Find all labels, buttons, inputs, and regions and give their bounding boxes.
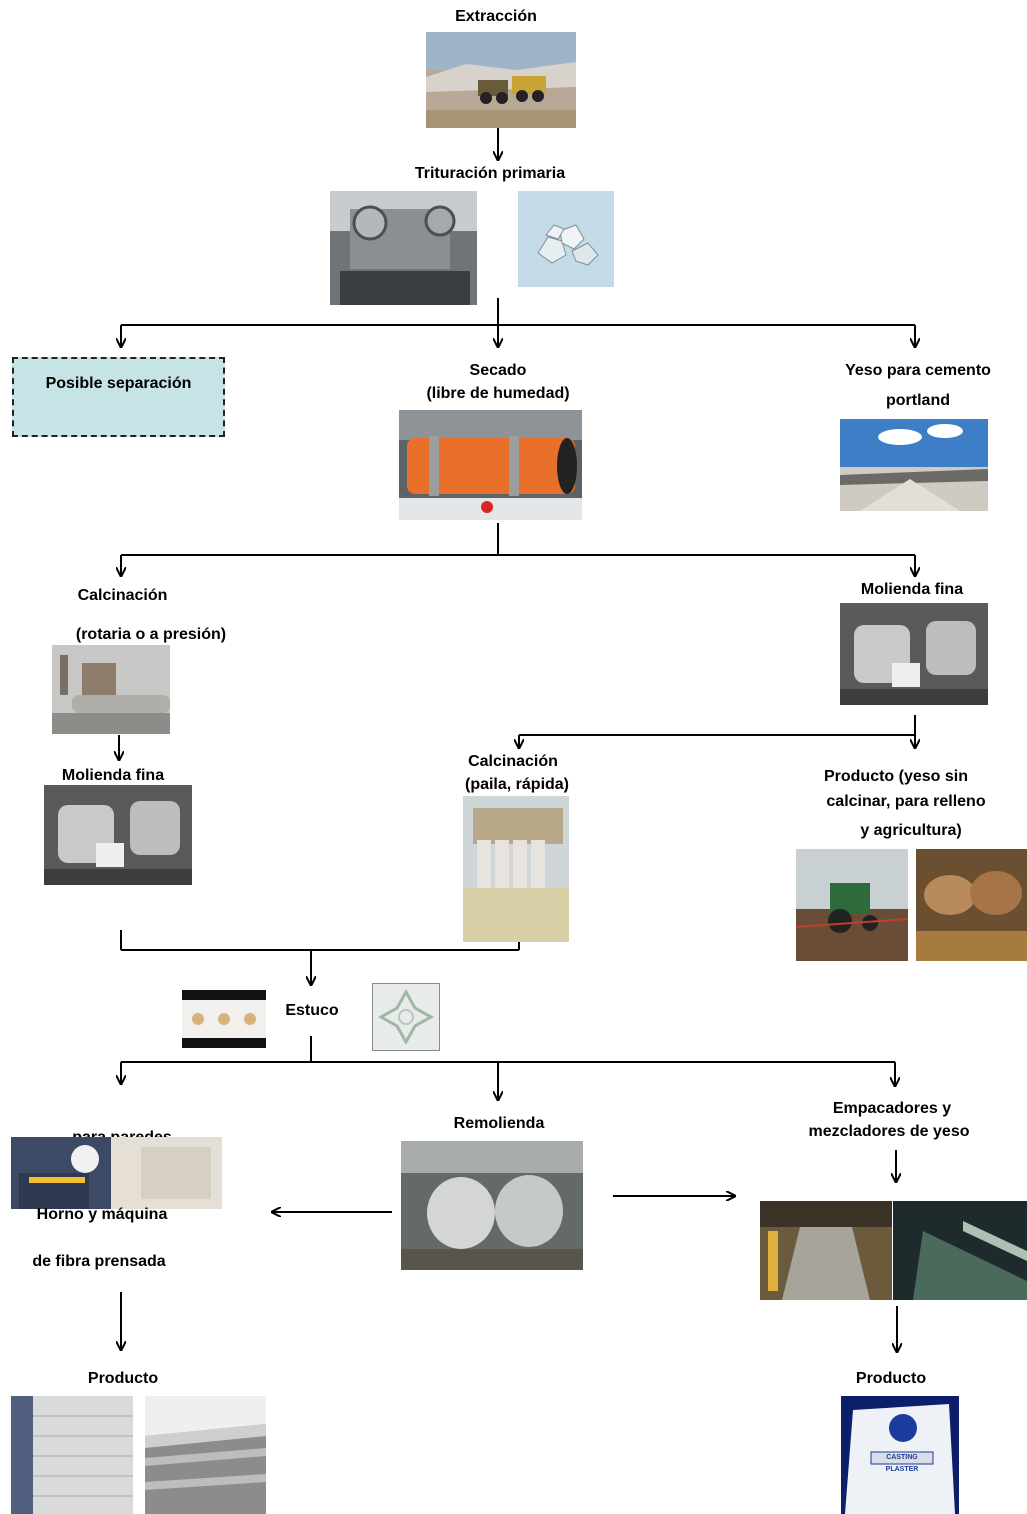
mixer-plant-photo [893, 1201, 1027, 1300]
label-separacion: Posible separación [45, 375, 192, 392]
label-producto-sin-calcinar-3: y agricultura) [860, 822, 962, 839]
gypsum-rocks-photo [518, 191, 614, 287]
cement-plant-photo [840, 419, 988, 511]
label-extraccion: Extracción [455, 8, 537, 25]
drywall-stack-photo-2 [145, 1396, 266, 1514]
label-producto-left: Producto [87, 1370, 159, 1387]
ornament-tile-photo [372, 983, 440, 1051]
label-horno: Horno y máquina [36, 1206, 168, 1223]
tractor-photo [796, 849, 908, 961]
label-calcinacion-rot-sub: (rotaria o a presión) [75, 626, 227, 643]
label-yeso-cemento: Yeso para cemento [845, 362, 991, 379]
label-horno-sub: de fibra prensada [32, 1253, 166, 1270]
label-calcinacion-paila: Calcinación [468, 753, 558, 770]
label-producto-right: Producto [855, 1370, 927, 1387]
label-calcinacion-paila-sub: (paila, rápida) [464, 776, 570, 793]
crusher-photo [330, 191, 477, 305]
label-remolienda: Remolienda [453, 1115, 545, 1132]
ball-mill-photo-left [44, 785, 192, 885]
label-producto-sin-calcinar-2: calcinar, para relleno [826, 793, 986, 810]
ball-mill-photo-right [840, 603, 988, 705]
label-secado: Secado [469, 362, 527, 379]
worker-wall-photo [11, 1137, 222, 1209]
label-secado-sub: (libre de humedad) [426, 385, 570, 402]
bag-label-text: CASTING PLASTER [885, 1454, 919, 1473]
drywall-stack-photo-1 [11, 1396, 133, 1514]
extraction-photo [426, 32, 576, 128]
label-producto-sin-calcinar-1: Producto (yeso sin [823, 768, 969, 785]
kiln-photo [52, 645, 170, 734]
regrinding-mill-photo [401, 1141, 583, 1270]
label-calcinacion-rot: Calcinación [77, 587, 168, 604]
label-estuco: Estuco [285, 1002, 339, 1019]
molding-photo [182, 990, 266, 1048]
label-yeso-cemento-sub: portland [886, 392, 950, 409]
sheep-photo [916, 849, 1027, 961]
dryer-photo [399, 410, 582, 520]
label-molienda-fina-right: Molienda fina [860, 581, 964, 598]
kettle-plant-photo [463, 796, 569, 942]
packing-line-photo [760, 1201, 892, 1300]
separation-box [12, 357, 225, 437]
plaster-bag-photo: CASTING PLASTER [841, 1396, 959, 1514]
label-trituracion: Trituración primaria [414, 165, 566, 182]
label-empacadores: Empacadores y [832, 1100, 952, 1117]
label-empacadores-sub: mezcladores de yeso [808, 1123, 970, 1140]
label-molienda-fina-left: Molienda fina [61, 767, 165, 784]
